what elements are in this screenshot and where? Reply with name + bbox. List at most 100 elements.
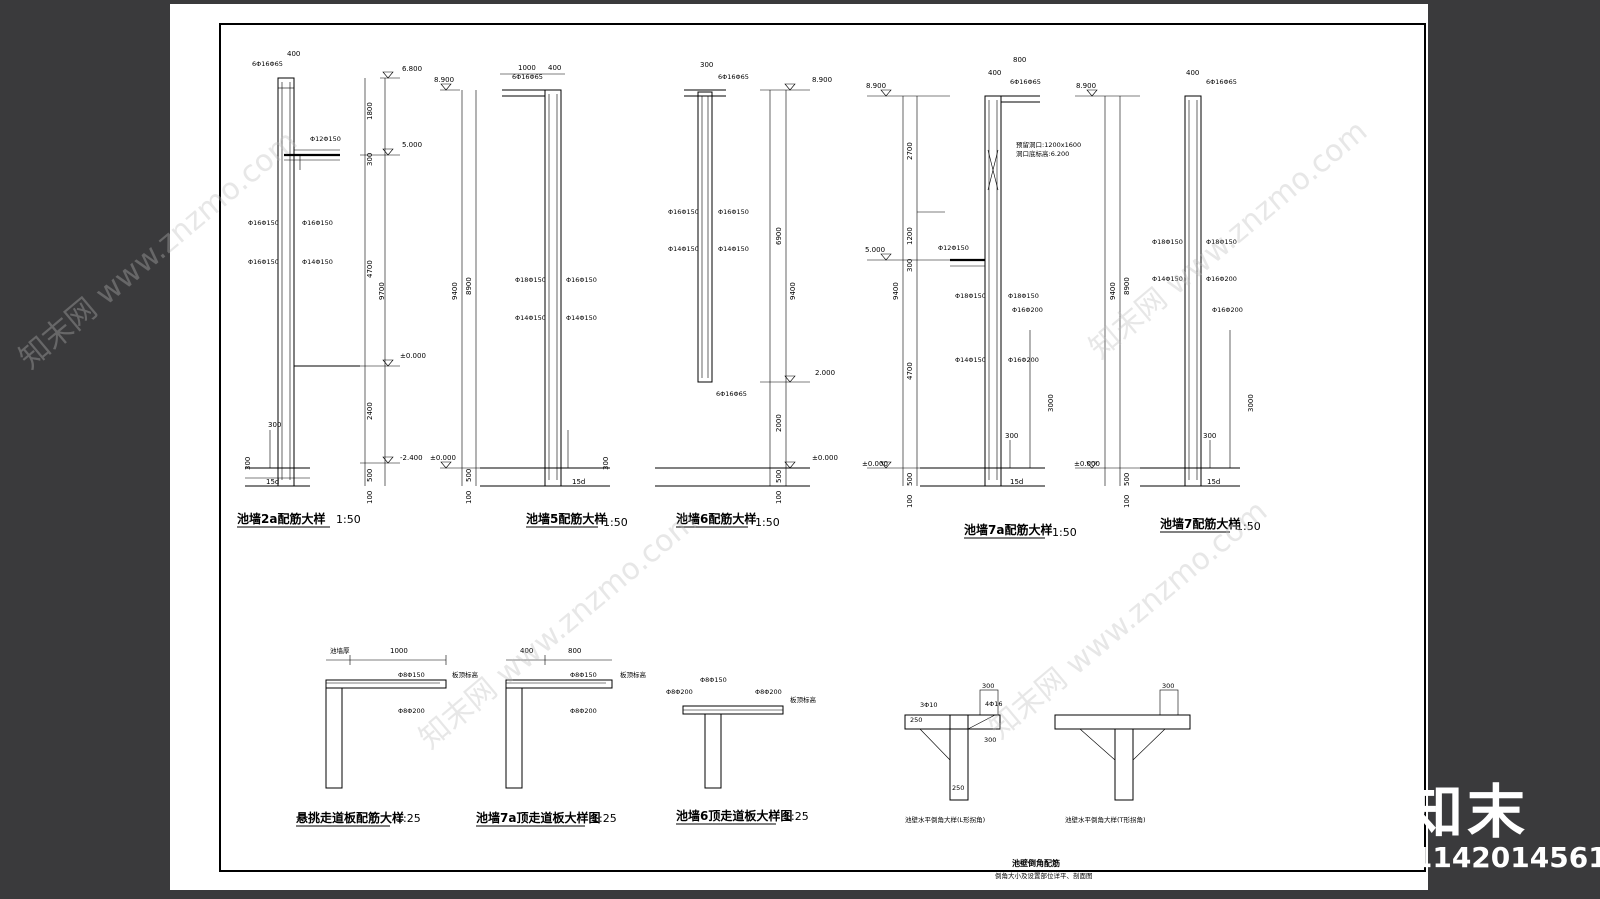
d7a-note-2: 洞口底标高:6.200 [1016,149,1069,158]
d5-rebar-4: Φ14Φ150 [566,314,597,322]
b4-caption: 池壁倒角配筋 [1012,858,1060,868]
d5-level-top: 8.900 [434,76,454,84]
d7a-dim-4700: 4700 [906,362,914,380]
d7a-top-dim-400: 400 [988,69,1001,77]
b4-dim-250: 250 [910,716,922,724]
d7a-top-rebar: 6Φ16Φ65 [1010,78,1041,86]
d7-dim-100: 100 [1123,495,1131,508]
detail-wall-5 [440,73,610,487]
d7-dim-15d: 15d [1207,478,1220,486]
d2a-level-neg: -2.400 [400,454,423,462]
d2a-dim-1800: 1800 [366,102,374,120]
d2a-level-5: 5.000 [402,141,422,149]
b3-rebar-3: Φ8Φ200 [755,688,782,696]
b4-dim-250b: 250 [952,784,964,792]
d2a-rebar-1: Φ12Φ150 [310,135,341,143]
watermark-1: 知末网 www.znzmo.com [13,124,304,376]
b2-dim-800: 800 [568,647,581,655]
d5-rebar-1: Φ18Φ150 [515,276,546,284]
d7-top-rebar: 6Φ16Φ65 [1206,78,1237,86]
d7a-rebar-4: Φ16Φ200 [1012,306,1043,314]
detail-wall7a-top-walkway [505,655,613,789]
d7a-rebar-1: Φ12Φ150 [938,244,969,252]
detail-corner-T [1054,689,1191,801]
d6-level-0: ±0.000 [812,454,838,462]
d2a-dim-2400: 2400 [366,402,374,420]
b4-dim-300a: 300 [982,682,994,690]
d2a-dim-500: 500 [366,469,374,482]
d7a-level-5: 5.000 [865,246,885,254]
detail-cantilever-walkway [325,655,447,789]
d2a-caption: 池墙2a配筋大样 [237,511,325,526]
b4-sub-caption-T: 池壁水平倒角大样(T形拐角) [1065,815,1146,824]
d5-dim-9400: 9400 [451,282,459,300]
d6-rebar-4: Φ14Φ150 [718,245,749,253]
d5-top-dim-400: 400 [548,64,561,72]
b2-rebar-2: Φ8Φ200 [570,707,597,715]
watermark-2: 知末网 www.znzmo.com [413,504,704,756]
d5-rebar-2: Φ16Φ150 [566,276,597,284]
d5-dim-8900: 8900 [465,277,473,295]
d7-level-top: 8.900 [1076,82,1096,90]
d2a-dim-300b: 300 [268,421,281,429]
d2a-scale: 1:50 [336,513,361,526]
d6-rebar-1: Φ16Φ150 [668,208,699,216]
d7-rebar-1: Φ18Φ150 [1152,238,1183,246]
b1-scale: 1:25 [396,812,421,825]
b4-sub-caption-L: 池壁水平倒角大样(L形拐角) [905,815,985,824]
b1-rebar-1: Φ8Φ150 [398,671,425,679]
d6-scale: 1:50 [755,516,780,529]
b2-dim-400: 400 [520,647,533,655]
d2a-dim-4700: 4700 [366,260,374,278]
detail-wall-7 [1075,89,1240,487]
d6-level-2: 2.000 [815,369,835,377]
b4-dim-300c: 300 [1162,682,1174,690]
d2a-rebar-2: Φ16Φ150 [248,219,279,227]
d2a-rebar-3: Φ16Φ150 [302,219,333,227]
d7-rebar-5: Φ16Φ200 [1212,306,1243,314]
b4-rebar-4phi16: 4Φ16 [985,700,1003,708]
d6-dim-2000: 2000 [775,414,783,432]
brand-logo: 知末 [1405,778,1530,846]
d7a-dim-3000: 3000 [1047,394,1055,412]
detail-corner-L [904,689,1001,801]
d7-rebar-4: Φ16Φ200 [1206,275,1237,283]
d7a-dim-300: 300 [906,259,914,272]
d6-rebar-5: 6Φ16Φ65 [716,390,747,398]
d7-dim-500: 500 [1123,473,1131,486]
d5-dim-500: 500 [465,469,473,482]
d7-top-dim-400: 400 [1186,69,1199,77]
d7a-dim-2700: 2700 [906,142,914,160]
d7a-rebar-5: Φ14Φ150 [955,356,986,364]
d2a-top-dim-400: 400 [287,50,300,58]
d6-dim-6900: 6900 [775,227,783,245]
d7a-dim-100: 100 [906,495,914,508]
d7a-top-dim-800: 800 [1013,56,1026,64]
d7-rebar-3: Φ14Φ150 [1152,275,1183,283]
b1-dim-wall: 池墙厚 [330,646,350,655]
d5-scale: 1:50 [603,516,628,529]
d7-dim-8900: 8900 [1123,277,1131,295]
d5-caption: 池墙5配筋大样 [526,511,606,526]
d2a-top-rebar: 6Φ16Φ65 [252,60,283,68]
d5-top-rebar: 6Φ16Φ65 [512,73,543,81]
detail-wall-6 [655,83,810,487]
drawing-frame [219,23,1426,872]
d7a-scale: 1:50 [1052,526,1077,539]
d7a-dim-500: 500 [906,473,914,486]
d6-level-top: 8.900 [812,76,832,84]
b4-dim-300b: 300 [984,736,996,744]
d6-top-dim-300: 300 [700,61,713,69]
b3-rebar-2: Φ8Φ200 [666,688,693,696]
b3-caption: 池墙6顶走道板大样图 [676,808,792,823]
d7a-level-0: ±0.000 [862,460,888,468]
b1-caption: 悬挑走道板配筋大样 [295,810,404,825]
b2-note: 板顶标高 [620,670,647,679]
d2a-dim-15d: 15d [266,478,279,486]
d5-dim-15d: 15d [572,478,585,486]
d2a-level-0: ±0.000 [400,352,426,360]
d7a-note-1: 预留洞口:1200x1600 [1016,140,1081,149]
detail-wall6-top-walkway [682,705,784,789]
d5-level-0: ±0.000 [430,454,456,462]
